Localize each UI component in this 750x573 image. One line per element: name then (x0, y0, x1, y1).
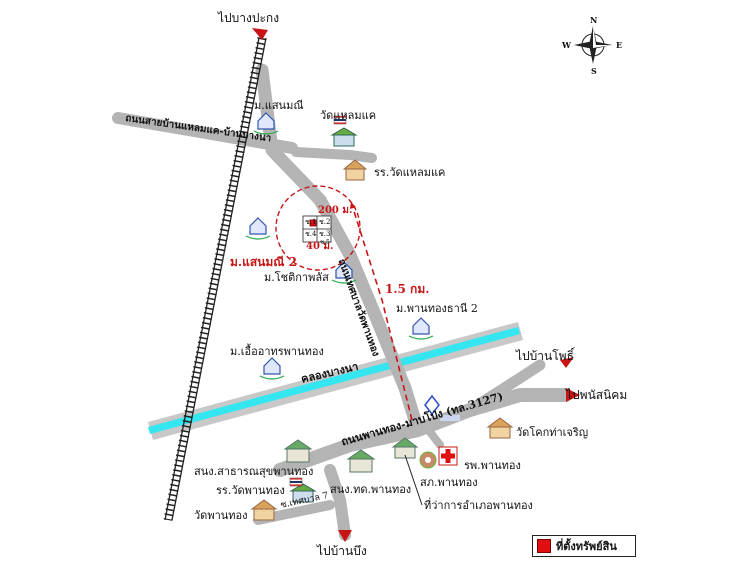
distance-200m: 200 ม. (318, 205, 353, 216)
land-office-icon (346, 449, 376, 473)
label-south: ไปบ้านบึง (317, 544, 367, 558)
property-plots (302, 215, 332, 243)
village-icons (245, 112, 434, 380)
label-district: ที่ว่าการอำเภอพานทอง (424, 499, 533, 512)
label-wat-panthong: วัดพานทอง (194, 509, 248, 522)
village-panthong-icon (408, 317, 434, 340)
thai-flag-icon (289, 477, 303, 487)
school-laemkae-icon (342, 159, 368, 181)
school-wat-icon (289, 483, 317, 503)
village-saensuk2-icon (245, 217, 271, 240)
village-uea-icon (259, 357, 285, 380)
legend-label: ที่ตั้งทรัพย์สิน (556, 540, 617, 553)
label-north: ไปบางปะกง (218, 11, 280, 25)
wat-laemkae-icon (330, 127, 358, 147)
compass-rose (574, 26, 612, 64)
arrow-north (252, 28, 268, 40)
building-icons (250, 127, 514, 521)
plot-label-4: ช.4 (305, 230, 317, 238)
district-office-icon (391, 437, 419, 459)
label-m-saensuk: ม.แสนมณี (254, 99, 304, 112)
plot-label-1: ช.1 (305, 218, 317, 226)
label-health: สนง.สาธารณสุขพานทอง (194, 465, 314, 478)
legend: ที่ตั้งทรัพย์สิน (532, 535, 636, 557)
police-icon (419, 451, 437, 469)
label-m-saensuk2: ม.แสนมณี 2 (230, 255, 297, 269)
compass-e: E (616, 40, 623, 50)
leader-line (404, 454, 423, 506)
legend-swatch (537, 539, 551, 553)
wat-panthong-icon (250, 499, 278, 521)
label-east-pho: ไปบ้านโพธิ์ (516, 349, 574, 363)
canal (148, 322, 523, 440)
label-hospital: รพ.พานทอง (464, 459, 521, 472)
distance-1-5km: 1.5 กม. (385, 282, 430, 296)
hospital-icon (438, 446, 458, 466)
wat-khok-icon (486, 417, 514, 439)
fuel-station-icon (424, 394, 460, 421)
label-m-uea: ม.เอื้ออาทรพานทอง (230, 345, 324, 358)
arrow-east-panat (566, 388, 580, 402)
railway (163, 37, 267, 521)
arrow-south (338, 530, 352, 542)
village-saensuk-icon (253, 112, 279, 135)
label-school-laemkae: รร.วัดแหลมแค (374, 166, 446, 179)
distance-40m: 40 ม. (306, 241, 334, 252)
plot-label-2: ช.2 (319, 218, 331, 226)
arrow-east-pho (560, 357, 574, 368)
label-wat-khok: วัดโคกท่าเจริญ (516, 426, 589, 439)
label-school-wat: รร.วัดพานทอง (216, 484, 285, 497)
radius-circle (275, 185, 361, 271)
label-land-office: สนง.ทด.พานทอง (330, 483, 412, 496)
label-m-chotika: ม.โชติกาพลัส (264, 271, 329, 284)
plot-label-3: ช.3 (319, 230, 331, 238)
label-m-panthong: ม.พานทองธานี 2 (396, 302, 478, 315)
compass-s: S (591, 66, 597, 76)
label-east-panat: ไปพนัสนิคม (566, 388, 628, 402)
thai-flag-icon (333, 115, 347, 125)
village-chotika-icon (331, 261, 357, 284)
property-marker (309, 219, 317, 227)
compass-n: N (590, 15, 598, 25)
direction-arrows (252, 28, 580, 542)
compass-w: W (562, 40, 571, 50)
label-police: สภ.พานทอง (420, 476, 478, 489)
health-office-icon (283, 439, 313, 463)
route-arrow (349, 201, 413, 421)
label-wat-laemkae: วัดแหลมแค (320, 109, 377, 122)
plot-label-5: ช.5 (320, 239, 330, 246)
